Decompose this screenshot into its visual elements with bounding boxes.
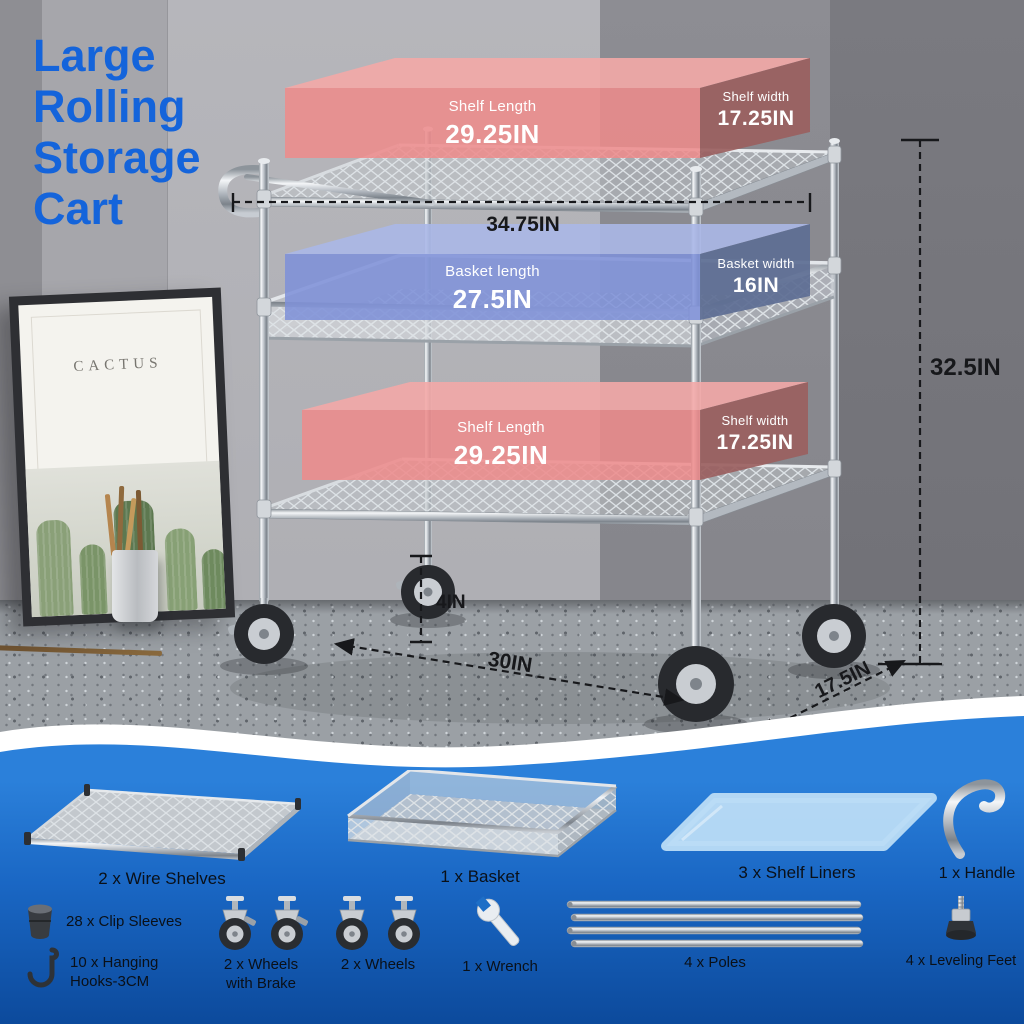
callout-value: 16IN [732,274,780,297]
bottom-shelf-length-callout: Shelf Length 29.25IN [302,419,700,471]
wheel-icons [329,894,427,952]
part-label: 1 x Handle [938,865,1016,882]
part-label: 1 x Wrench [462,958,538,975]
wheel-height-measurement: 4IN [436,592,466,613]
caster-front-left [227,598,294,664]
callout-value: 17.25IN [716,431,794,454]
part-label: 4 x Poles [684,954,746,971]
pencil-cup [112,550,158,622]
basket-icon [347,770,618,858]
top-shelf-length-callout: Shelf Length 29.25IN [285,98,700,150]
caster-back-right [802,604,866,668]
part-label: 2 x Wheels [340,956,416,973]
callout-label: Shelf width [722,89,790,104]
part-leveling-feet: 4 x Leveling Feet [898,894,1024,970]
part-wire-shelves: 2 x Wire Shelves [12,780,312,889]
height-measurement: 32.5IN [930,354,1001,381]
brake-caster-icon [271,896,309,950]
shelf-liner-icon [661,793,937,851]
wall-panel [830,0,1024,660]
basket-width-callout: Basket width 16IN [701,256,811,298]
callout-label: Shelf Length [448,98,537,115]
part-label: 2 x Wheels with Brake [223,956,299,992]
part-label: 4 x Leveling Feet [905,953,1017,969]
part-wrench: 1 x Wrench [444,894,556,977]
callout-label: Basket length [445,263,540,280]
hanging-hook-icon [27,947,59,988]
part-label: 10 x Hanging Hooks-3CM [70,954,159,990]
wave-divider [0,696,1024,782]
wire-shelf-icon [24,784,301,861]
part-basket: 1 x Basket [330,770,630,887]
part-wheels-with-brake: 2 x Wheels with Brake [202,894,320,994]
length-with-handle-measurement: 34.75IN [486,213,560,236]
callout-value: 17.25IN [717,107,795,130]
title-line: Cart [33,183,124,234]
part-shelf-liners: 3 x Shelf Liners [652,786,942,883]
handle-icon [943,779,1006,859]
cart-handle [218,165,435,218]
caster-icon [336,896,368,950]
leveling-foot-icon [946,896,976,940]
part-label: 3 x Shelf Liners [738,863,856,882]
wrench-icon [475,896,520,946]
title-line: Storage [33,132,201,183]
page-title: Large Rolling Storage Cart [33,30,201,234]
part-label: 2 x Wire Shelves [98,869,226,888]
part-clip-sleeves: 28 x Clip Sleeves [22,902,212,942]
bottom-shelf-dimension-box [302,382,808,480]
top-shelf-width-callout: Shelf width 17.25IN [701,89,811,131]
title-line: Large [33,30,156,81]
part-label: 1 x Basket [440,867,520,886]
part-wheels: 2 x Wheels [322,894,434,975]
part-poles: 4 x Poles [565,898,865,973]
callout-label: Basket width [717,256,795,271]
callout-label: Shelf Length [457,419,545,436]
basket-length-callout: Basket length 27.5IN [285,263,700,315]
poles-icon [566,900,864,948]
part-label: 28 x Clip Sleeves [66,912,182,930]
caster-icon [388,896,420,950]
part-handle: 1 x Handle [930,776,1024,884]
brake-wheel-icons [212,894,310,952]
brake-caster-icon [219,896,257,950]
depth-dimension-line [333,638,685,706]
title-line: Rolling [33,81,186,132]
rolling-cart-illustration [218,58,942,735]
callout-value: 29.25IN [453,440,549,470]
callout-label: Shelf width [721,413,789,428]
callout-value: 27.5IN [452,284,533,314]
callout-value: 29.25IN [445,119,540,149]
part-hanging-hooks: 10 x Hanging Hooks-3CM [22,946,212,1000]
clip-sleeve-icon [28,904,52,939]
top-shelf-dimension-box [285,58,810,158]
bottom-shelf-width-callout: Shelf width 17.25IN [701,413,809,455]
basket-dimension-box [285,224,810,320]
